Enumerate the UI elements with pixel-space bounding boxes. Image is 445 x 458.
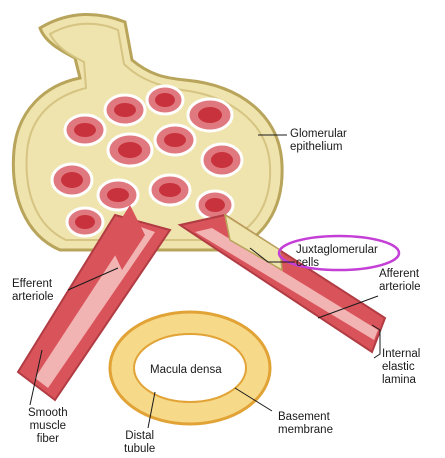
macula-densa-label: Macula densa — [150, 364, 222, 377]
juxtaglomerular-cells-label: Juxtaglomerular cells — [296, 244, 378, 270]
smooth-muscle-fiber-label: Smooth muscle fiber — [28, 407, 68, 446]
afferent-arteriole-label: Afferent arteriole — [379, 268, 421, 294]
efferent-arteriole-label: Efferent arteriole — [12, 278, 54, 304]
glomerular-epithelium-label: Glomerular epithelium — [290, 128, 347, 154]
distal-tubule-label: Distal tubule — [124, 430, 155, 456]
internal-elastic-lamina-label: Internal elastic lamina — [382, 348, 420, 387]
basement-membrane-label: Basement membrane — [278, 411, 333, 437]
bowmans-capsule — [13, 14, 282, 250]
